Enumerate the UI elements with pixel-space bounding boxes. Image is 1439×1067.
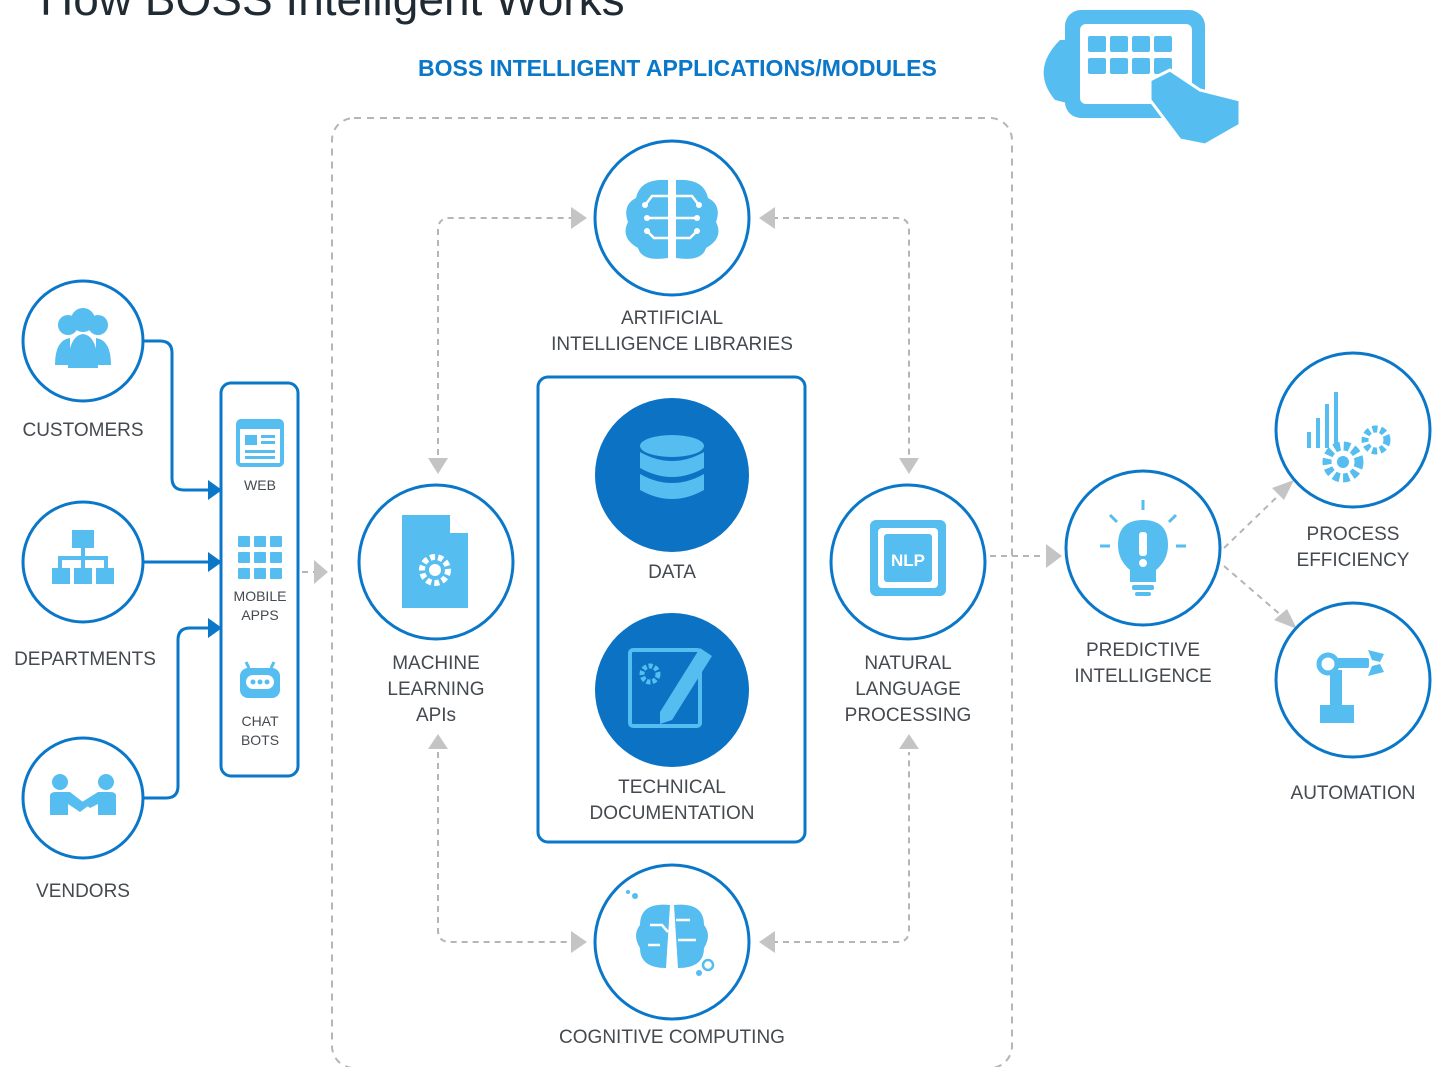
nlp-label: NATURAL LANGUAGE PROCESSING <box>844 653 972 726</box>
data-node <box>595 398 749 552</box>
web-page-icon <box>236 419 284 467</box>
circuit-brain-icon <box>625 179 719 259</box>
digital-brain-icon <box>626 890 715 976</box>
cognitive-node <box>593 863 751 1021</box>
connector-ml-cognitive <box>437 752 572 943</box>
ml-apis-label: MACHINE LEARNING APIs <box>387 653 485 726</box>
modules-heading: BOSS INTELLIGENT APPLICATIONS/MODULES <box>418 55 937 81</box>
vendors-label: VENDORS <box>36 881 130 902</box>
chat-bots-label: CHAT BOTS <box>240 713 280 748</box>
modules-boundary <box>331 117 1013 1067</box>
cognitive-label: COGNITIVE COMPUTING <box>559 1027 785 1048</box>
departments-label: DEPARTMENTS <box>14 649 156 670</box>
connector-predictive-automation <box>1223 565 1283 617</box>
document-edit-icon <box>628 648 712 728</box>
light-bulb-icon <box>1100 500 1186 596</box>
ml-apis-node <box>357 483 515 641</box>
mobile-apps-label: MOBILE APPS <box>233 588 287 623</box>
chart-gears-icon <box>1307 392 1391 483</box>
departments-node <box>21 500 145 624</box>
web-label: WEB <box>244 477 276 493</box>
predictive-label: PREDICTIVE INTELLIGENCE <box>1074 640 1212 687</box>
tech-doc-label: TECHNICAL DOCUMENTATION <box>589 777 755 824</box>
connector-predictive-process <box>1223 493 1281 549</box>
process-node <box>1274 351 1432 509</box>
tech-doc-node <box>595 613 749 767</box>
connector-ai-nlp <box>772 217 910 455</box>
nlp-chip-icon: NLP <box>870 520 946 596</box>
org-chart-icon <box>52 530 114 584</box>
connector-vendors <box>143 626 210 800</box>
automation-node <box>1274 601 1432 759</box>
database-icon <box>640 435 704 499</box>
ai-libraries-label: ARTIFICIAL INTELLIGENCE LIBRARIES <box>551 308 793 355</box>
vendors-node <box>21 736 145 860</box>
connector-channels-ml <box>302 560 328 584</box>
ai-libraries-node <box>593 139 751 297</box>
people-group-icon <box>55 308 111 368</box>
connector-nlp-cognitive <box>772 752 910 943</box>
nlp-node: NLP <box>829 483 987 641</box>
connector-ml-ai <box>437 217 572 455</box>
gear-document-icon <box>402 515 468 608</box>
chatbot-icon <box>240 661 280 698</box>
robot-arm-icon <box>1316 650 1384 723</box>
customers-label: CUSTOMERS <box>22 420 144 441</box>
connector-customers <box>143 339 210 492</box>
process-label: PROCESS EFFICIENCY <box>1296 524 1410 571</box>
tablet-touch-icon <box>1043 10 1242 147</box>
handshake-icon <box>50 774 116 815</box>
automation-label: AUTOMATION <box>1290 783 1416 804</box>
customers-node <box>21 279 145 403</box>
data-label: DATA <box>648 562 696 583</box>
page-title: How BOSS Intelligent Works <box>40 0 625 26</box>
predictive-node <box>1064 469 1222 627</box>
nlp-chip-label: NLP <box>891 551 925 570</box>
app-grid-icon <box>238 536 282 579</box>
